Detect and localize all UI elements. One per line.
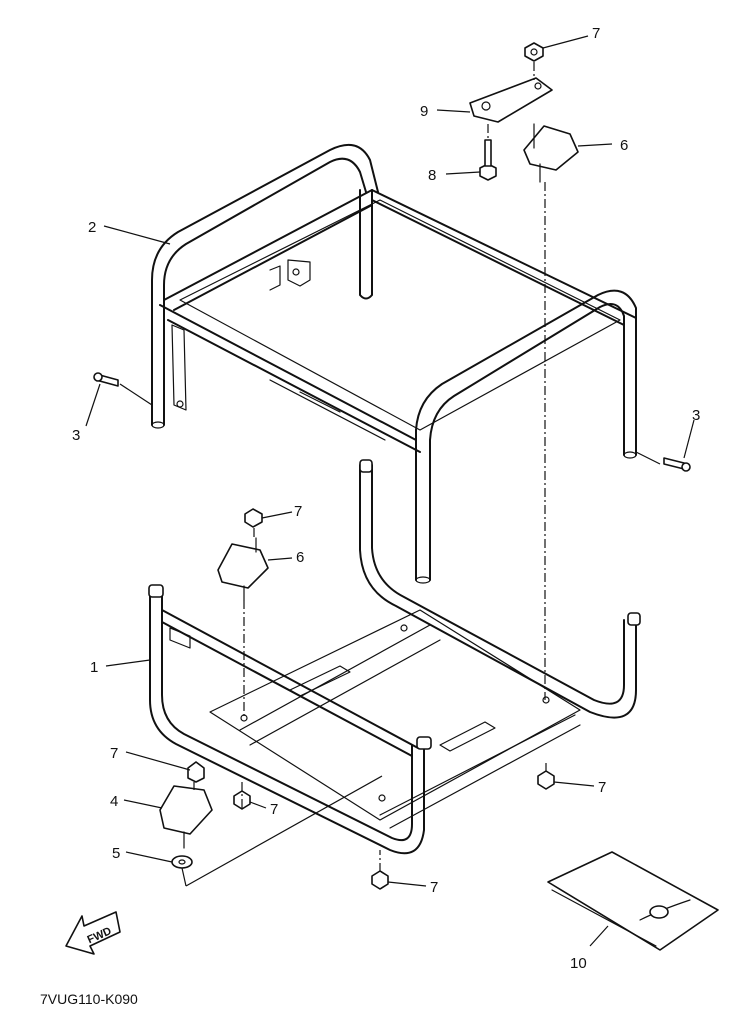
callout-6-lower-damper: 6 xyxy=(296,549,304,566)
callout-6-upper-damper: 6 xyxy=(620,137,628,154)
callout-7-bottom-nut: 7 xyxy=(430,879,438,896)
callout-4-damper: 4 xyxy=(110,793,118,810)
callout-5-washer: 5 xyxy=(112,845,120,862)
bolt-icon xyxy=(479,139,497,181)
damper-icon xyxy=(159,761,213,849)
nut-icon xyxy=(244,508,263,528)
damper-icon xyxy=(523,123,579,183)
callout-7-right-nut: 7 xyxy=(598,779,606,796)
callout-7-center-nut: 7 xyxy=(270,801,278,818)
lower-frame xyxy=(148,459,641,855)
pin-icon xyxy=(93,372,119,387)
callout-10-manual: 10 xyxy=(570,955,587,972)
nut-icon xyxy=(371,870,389,890)
drawing-code: 7VUG110-K090 xyxy=(40,991,138,1007)
forward-arrow-icon: FWD xyxy=(65,911,121,955)
damper-icon xyxy=(217,537,269,601)
callout-8-bolt: 8 xyxy=(428,167,436,184)
callout-7-left-nut: 7 xyxy=(110,745,118,762)
callout-3-left-pin: 3 xyxy=(72,427,80,444)
callout-9-bracket: 9 xyxy=(420,103,428,120)
callout-1-lower-frame: 1 xyxy=(90,659,98,676)
upper-frame xyxy=(151,143,637,584)
callout-2-upper-frame: 2 xyxy=(88,219,96,236)
nut-icon xyxy=(537,770,555,790)
owners-manual-icon xyxy=(547,851,719,951)
callout-7-mid-nut: 7 xyxy=(294,503,302,520)
washer-icon xyxy=(171,855,193,869)
nut-icon xyxy=(524,42,544,62)
callout-3-right-pin: 3 xyxy=(692,407,700,424)
callout-7-upper-nut: 7 xyxy=(592,25,600,42)
pin-icon xyxy=(663,457,691,472)
bracket-icon xyxy=(469,77,553,123)
